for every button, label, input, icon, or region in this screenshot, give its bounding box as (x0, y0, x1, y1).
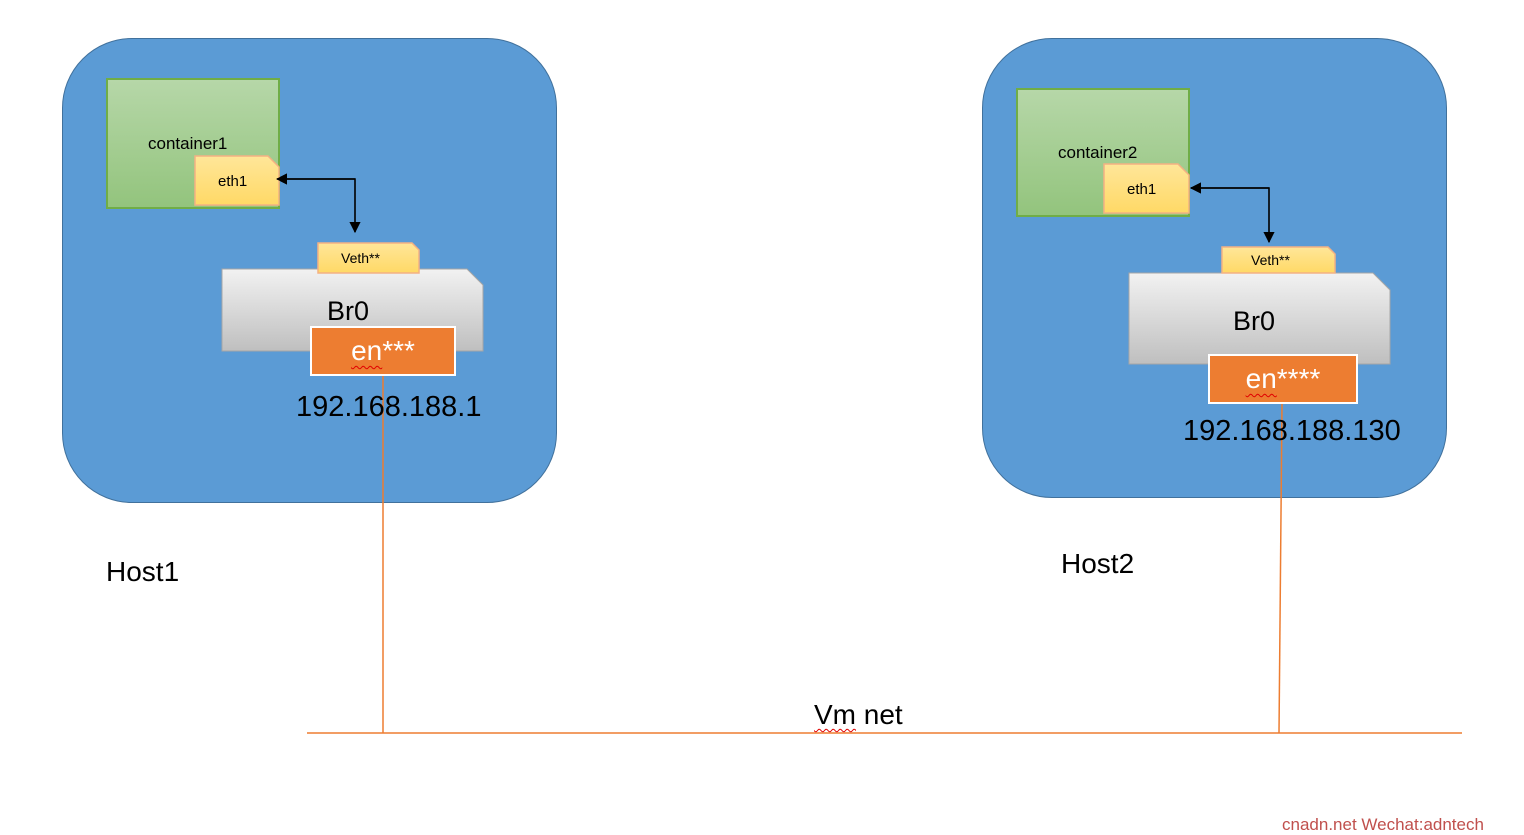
host2-nic: en**** (1208, 354, 1358, 404)
host2-nic-prefix: en (1245, 363, 1277, 394)
vm-net-label: Vm net (814, 699, 903, 731)
host2-bridge-label: Br0 (1233, 306, 1276, 336)
host1-nic-suffix: *** (382, 335, 415, 366)
vm-net-label-suffix: net (856, 699, 903, 730)
host1-veth-connector (275, 173, 361, 234)
watermark: cnadn.net Wechat:adntech (1282, 815, 1484, 834)
host1-veth-label: Veth** (341, 250, 380, 266)
host1-bridge-label: Br0 (327, 296, 370, 326)
host2-ip: 192.168.188.130 (1183, 415, 1401, 447)
host1-label: Host1 (106, 556, 180, 587)
vm-net-label-prefix: Vm (814, 699, 856, 730)
host2-eth1-label: eth1 (1127, 181, 1157, 198)
host1-ip: 192.168.188.1 (296, 391, 482, 423)
host2-uplink (1278, 403, 1283, 734)
host2-veth-connector (1189, 182, 1275, 244)
host1-container-label: container1 (148, 134, 228, 153)
host2-label: Host2 (1061, 548, 1135, 579)
host2-veth-label: Veth** (1251, 252, 1290, 268)
host2-container-label: container2 (1058, 143, 1138, 162)
host2-nic-suffix: **** (1276, 363, 1321, 394)
host1-veth-tab (317, 242, 420, 274)
host1-nic-prefix: en (351, 335, 383, 366)
host2-veth-tab (1221, 246, 1336, 274)
host1-eth1-label: eth1 (218, 173, 248, 190)
host1-nic: en*** (310, 326, 456, 376)
